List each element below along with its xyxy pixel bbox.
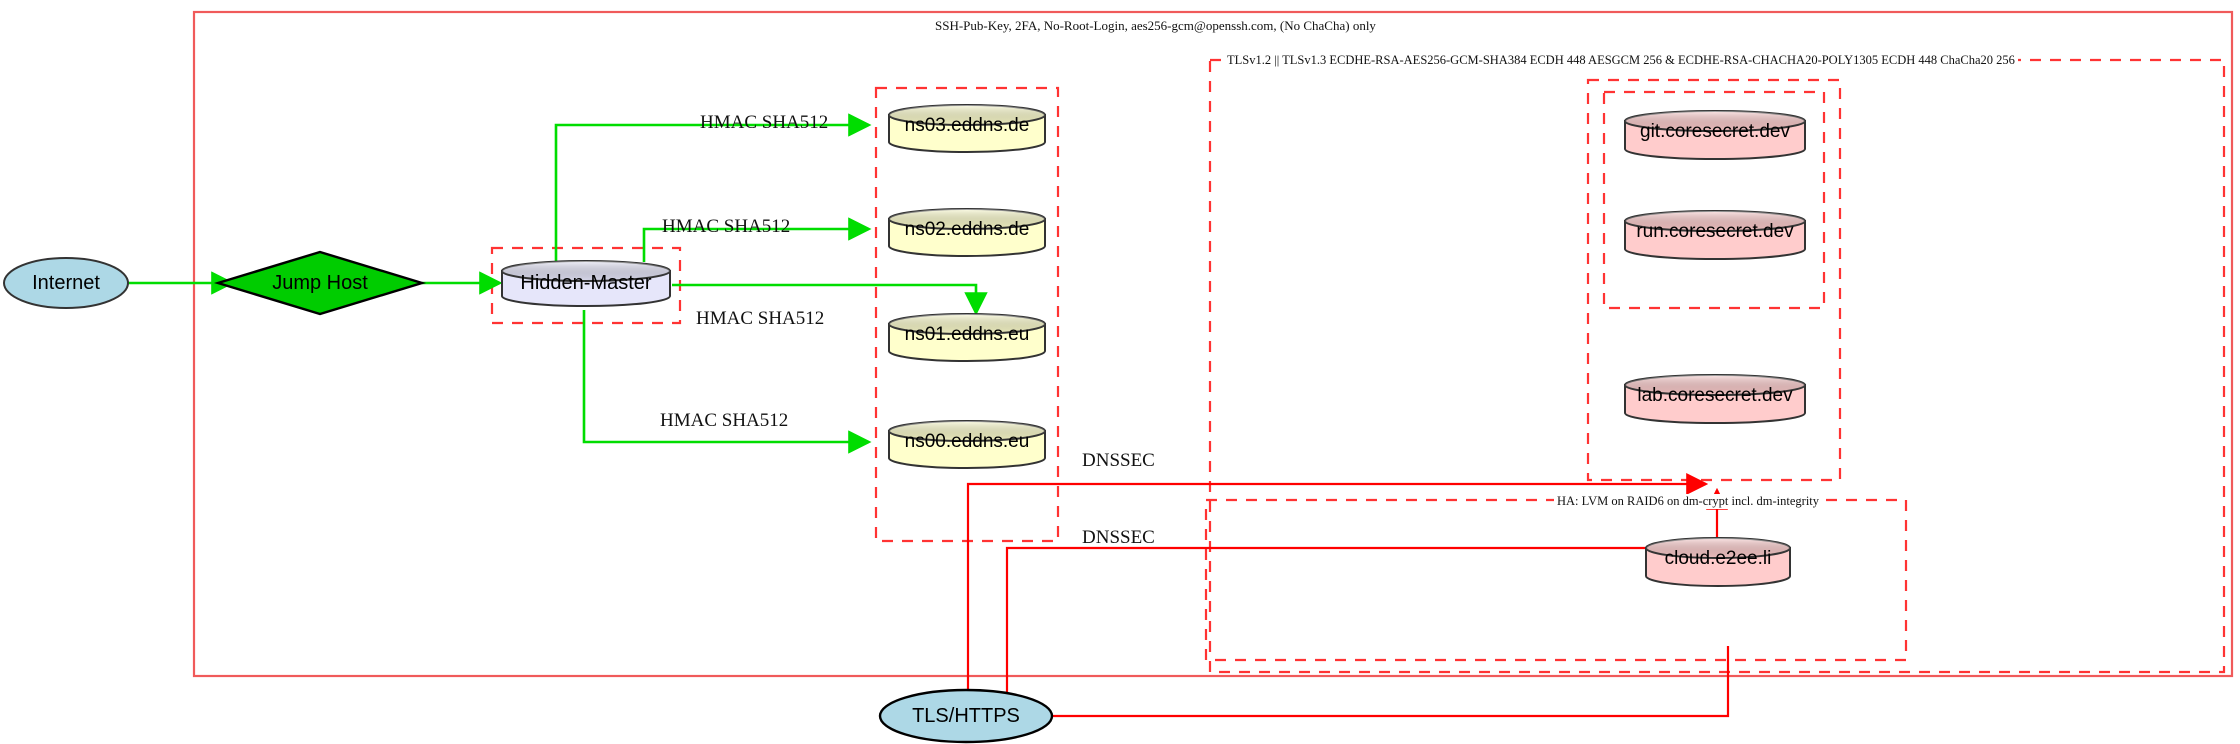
node-ns02-shape[interactable] — [888, 208, 1046, 257]
edge-tls-trunk-right — [1052, 646, 1730, 718]
ssh-cluster-label: SSH-Pub-Key, 2FA, No-Root-Login, aes256-… — [932, 18, 1379, 34]
edge-hm-ns00 — [582, 310, 872, 454]
edge-hm-ns01 — [672, 283, 988, 316]
cluster-ha — [1204, 498, 1908, 662]
edge-label-dnssec-upper: DNSSEC — [1082, 450, 1155, 471]
edge-label-hmac-ns00: HMAC SHA512 — [660, 410, 789, 431]
tls-cluster-label: TLSv1.2 || TLSv1.3 ECDHE-RSA-AES256-GCM-… — [1224, 53, 2018, 68]
ha-cluster-label: HA: LVM on RAID6 on dm-crypt incl. dm-in… — [1554, 494, 1823, 509]
node-run-shape[interactable] — [1624, 210, 1806, 260]
node-tls-https-shape[interactable] — [878, 688, 1054, 744]
cluster-coresecret-inner — [1602, 90, 1826, 310]
node-jumphost-shape[interactable] — [213, 250, 427, 316]
edge-hm-ns02 — [642, 217, 872, 262]
node-internet-shape[interactable] — [3, 257, 129, 309]
node-lab-shape[interactable] — [1624, 374, 1806, 424]
edge-dnssec-upper — [966, 473, 1709, 702]
node-hidden-master-shape[interactable] — [501, 260, 671, 307]
node-ns00-shape[interactable] — [888, 420, 1046, 469]
cluster-ssh-outer — [192, 10, 2234, 678]
edge-label-hmac-ns02: HMAC SHA512 — [662, 216, 791, 237]
cluster-coresecret-outer — [1586, 78, 1842, 482]
edge-label-dnssec-lower: DNSSEC — [1082, 527, 1155, 548]
edge-hm-ns03 — [554, 113, 872, 262]
edge-label-hmac-ns01: HMAC SHA512 — [696, 308, 825, 329]
node-ns01-shape[interactable] — [888, 313, 1046, 362]
edge-label-hmac-ns03: HMAC SHA512 — [700, 112, 829, 133]
node-git-shape[interactable] — [1624, 110, 1806, 160]
node-ns03-shape[interactable] — [888, 104, 1046, 153]
node-cloud-shape[interactable] — [1645, 537, 1791, 587]
edge-dnssec-lower — [1005, 487, 1728, 716]
